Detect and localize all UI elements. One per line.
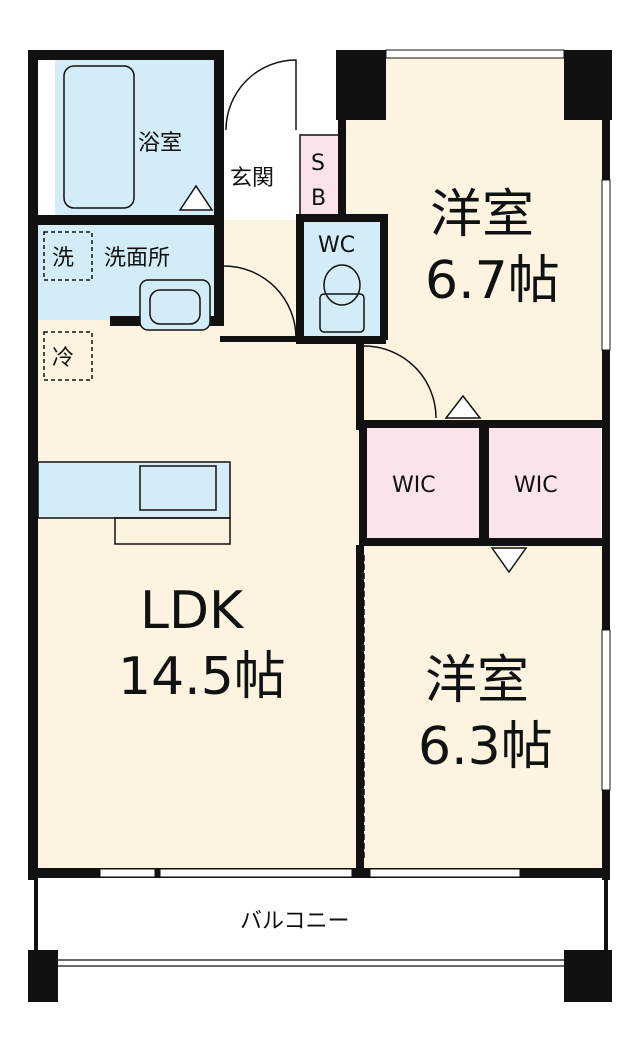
balcony-railing — [58, 959, 564, 967]
walls — [28, 50, 612, 1002]
window-top-western1 — [385, 49, 565, 59]
western-room-1-floor — [345, 50, 605, 420]
label-sb-top: S — [311, 151, 325, 176]
wall-wc-right — [380, 214, 388, 340]
wc-floor — [303, 222, 381, 340]
label-washroom: 洗面所 — [104, 246, 170, 271]
window-right-western2 — [601, 629, 611, 791]
wic-right-floor — [489, 428, 601, 538]
wall-ldk-right-top — [356, 340, 364, 430]
toilet-tank — [319, 293, 365, 333]
fridge-space — [43, 331, 93, 381]
room-labels: 浴室 玄関 S B 洗 洗面所 冷 WC 洋室 6.7帖 WIC WIC LDK… — [52, 131, 560, 934]
kitchen-sink — [139, 465, 217, 511]
window-ldk-2 — [159, 868, 353, 878]
toilet-bowl — [323, 264, 361, 306]
bath-door-marker — [178, 184, 214, 211]
wall-left — [28, 50, 38, 880]
label-western1-name: 洋室 — [430, 185, 534, 245]
hallway-floor — [218, 220, 300, 340]
western1-door-swing — [363, 345, 437, 419]
washer-space — [43, 231, 93, 281]
wall-wic-mid — [479, 420, 489, 545]
wic-left-floor — [367, 428, 479, 538]
windows — [99, 49, 611, 878]
label-bath: 浴室 — [138, 131, 182, 156]
column-balcony-left — [28, 950, 58, 1002]
wall-wic-left — [359, 420, 367, 545]
entrance-door-swing — [225, 59, 297, 131]
wall-right — [602, 110, 610, 880]
label-western2-name: 洋室 — [425, 651, 529, 711]
wall-entrance-right — [338, 120, 346, 220]
window-right-western1 — [601, 179, 611, 351]
label-entrance: 玄関 — [230, 166, 274, 191]
label-sb-bottom: B — [311, 186, 326, 211]
wash-basin-bowl — [149, 289, 201, 325]
window-w2-bottom — [369, 868, 521, 878]
label-western2-size: 6.3帖 — [418, 717, 553, 777]
fixtures — [37, 59, 528, 860]
hall-door-swing — [223, 265, 297, 339]
wall-ldk-right — [356, 545, 364, 875]
column-top-mid — [336, 50, 386, 120]
room-floors — [38, 50, 605, 958]
balcony-floor — [38, 878, 602, 958]
kitchen-counter-base — [114, 517, 231, 545]
wall-top-left — [28, 50, 218, 60]
wall-top-bath-right — [214, 50, 224, 220]
wall-wc-left — [296, 214, 304, 340]
label-washer-mark: 洗 — [52, 246, 74, 271]
label-wic-left: WIC — [392, 473, 436, 498]
label-balcony: バルコニー — [240, 909, 350, 934]
wall-wic-bottom — [359, 538, 610, 546]
wash-basin — [139, 279, 211, 331]
ldk-floor — [38, 320, 360, 868]
label-wic-right: WIC — [514, 473, 558, 498]
wall-washroom-right — [214, 225, 224, 325]
label-ldk-name: LDK — [140, 581, 245, 641]
bathtub — [63, 65, 135, 209]
label-western1-size: 6.7帖 — [425, 251, 560, 311]
balcony-side-left — [34, 878, 38, 953]
wic-door-marker-top — [444, 394, 482, 419]
wic-door-marker-bottom — [490, 547, 528, 574]
wall-hall-bottom — [220, 336, 370, 342]
balcony-side-right — [604, 878, 608, 953]
label-wc: WC — [318, 233, 355, 258]
wall-bath-bottom — [28, 215, 224, 225]
western-room-2-floor — [362, 545, 605, 868]
label-ldk-size: 14.5帖 — [118, 647, 286, 707]
column-top-right — [564, 50, 612, 120]
shoe-box — [299, 134, 341, 216]
label-fridge-mark: 冷 — [52, 346, 74, 371]
column-balcony-right — [564, 950, 612, 1002]
window-ldk-1 — [99, 868, 156, 878]
